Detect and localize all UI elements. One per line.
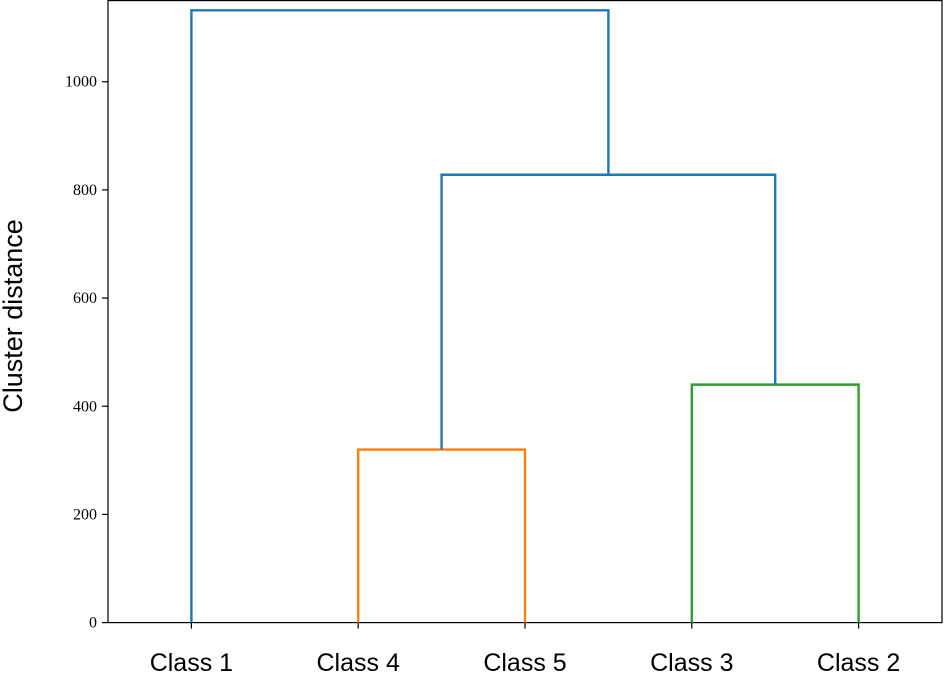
- y-axis-title: Cluster distance: [0, 219, 28, 413]
- x-tick-label: Class 2: [817, 649, 900, 674]
- y-tick-label: 200: [73, 506, 97, 523]
- y-tick-label: 800: [73, 182, 97, 199]
- x-tick-label: Class 4: [317, 649, 400, 674]
- y-tick-label: 0: [89, 615, 97, 632]
- x-tick-label: Class 5: [483, 649, 566, 674]
- dendrogram-link: [440, 173, 777, 450]
- dendrogram-link: [357, 448, 527, 623]
- y-tick-label: 600: [73, 290, 97, 307]
- x-tick-label: Class 1: [150, 649, 233, 674]
- dendrogram-links: [190, 9, 860, 623]
- x-axis: Class 1 Class 4 Class 5 Class 3 Class 2: [150, 622, 900, 674]
- y-axis: 0 200 400 600 800 1000: [65, 74, 108, 632]
- x-tick-label: Class 3: [650, 649, 733, 674]
- y-tick-label: 400: [73, 398, 97, 415]
- dendrogram-link: [690, 383, 860, 623]
- y-tick-label: 1000: [65, 74, 97, 91]
- dendrogram-link: [190, 9, 610, 623]
